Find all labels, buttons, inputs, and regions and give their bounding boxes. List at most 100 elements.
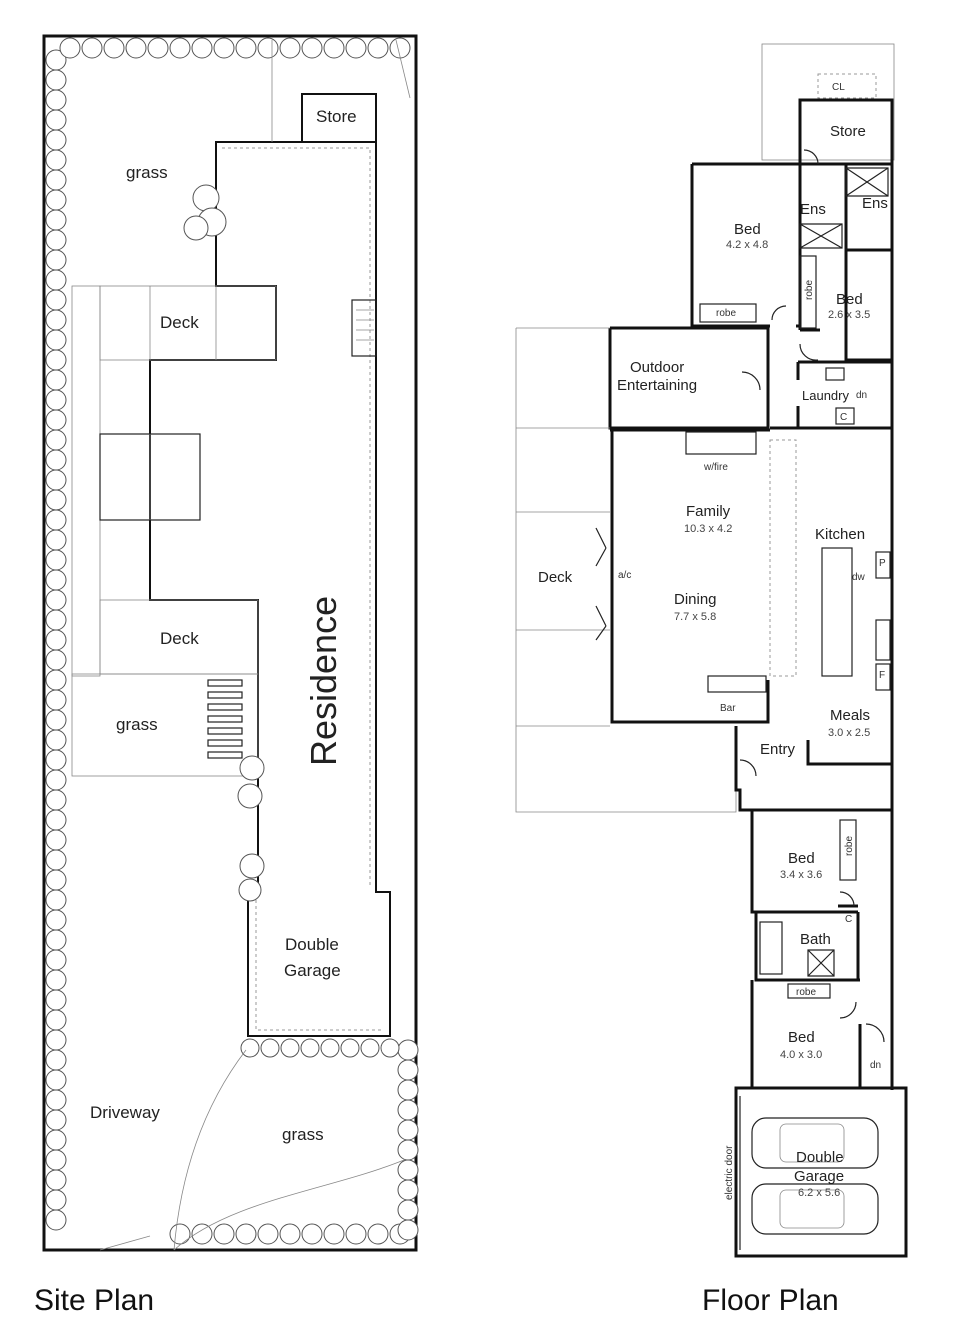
hedge-tree [320,1038,340,1058]
hedge-tree [397,1119,419,1141]
bed3-label: Bed [788,850,815,867]
hedge-tree [45,1069,67,1091]
site-plan-caption: Site Plan [34,1284,155,1317]
hedge-tree [323,1223,345,1245]
hedge-tree [45,969,67,991]
site-plan: Store grass Deck Deck grass Residence Do… [42,34,419,1252]
wood-fire-box [685,431,757,455]
laundry-c-label: C [840,412,847,423]
hedge-tree [45,369,67,391]
hedge-tree [45,729,67,751]
hedge-tree [397,1059,419,1081]
hedge-tree [235,1223,257,1245]
site-grass-bottom-label: grass [282,1125,324,1144]
hedge-tree [45,429,67,451]
robe1-label: robe [716,308,736,319]
hedge-tree [45,989,67,1011]
hedge-tree [191,37,213,59]
hedge-tree [45,1129,67,1151]
bath-label: Bath [800,931,831,948]
hedge-tree [301,1223,323,1245]
family-dim: 10.3 x 4.2 [684,523,732,535]
laundry-dn-label: dn [856,390,867,401]
hedge-tree [45,849,67,871]
hedge-tree [397,1219,419,1241]
car-bottom [751,1183,879,1235]
hedge-tree [240,1038,260,1058]
hedge-tree [45,1149,67,1171]
hedge-tree [323,37,345,59]
dn2-label: dn [870,1060,881,1071]
hedge-tree [45,489,67,511]
hedge-tree [397,1179,419,1201]
family-label: Family [686,503,731,520]
bath-c-label: C [845,914,852,925]
hedge-tree [45,249,67,271]
hedge-tree [45,329,67,351]
hedge-tree [45,1049,67,1071]
garage-label-2: Garage [794,1168,844,1185]
hedge-tree [45,809,67,831]
hedge-tree [45,509,67,531]
bed4-dim: 4.0 x 3.0 [780,1049,822,1061]
hedge-tree [45,169,67,191]
hedge-tree [397,1039,419,1061]
hedge-tree [360,1038,380,1058]
hedge-tree [45,549,67,571]
hedge-tree [45,109,67,131]
dw-label: dw [852,572,866,583]
hedge-tree [279,1223,301,1245]
hedge-tree [345,37,367,59]
ens-left-label: Ens [800,201,826,218]
hedge-tree [45,909,67,931]
hedge-tree [45,1109,67,1131]
floor-plan: CL Store Ens Ens Bed 4.2 x 4.8 robe Bed … [515,43,908,1258]
bed1-label: Bed [734,221,761,238]
hedge-tree [45,1009,67,1031]
hedge-tree [45,1089,67,1111]
site-boundary [42,34,418,1252]
garage-walls [734,1086,908,1258]
bed1-dim: 4.2 x 4.8 [726,239,768,251]
hedge-tree [380,1038,400,1058]
hedge-tree [45,1169,67,1191]
hedge-tree [367,37,389,59]
hedge-tree [59,37,81,59]
family-dining-walls [610,428,770,724]
hedge-tree [45,789,67,811]
hedge-tree [45,389,67,411]
entry-label: Entry [760,741,796,758]
robe4-label: robe [796,987,816,998]
hedge-tree [45,649,67,671]
bar-counter [707,675,767,693]
hedge-tree [45,149,67,171]
fridge-label: F [879,670,885,681]
hedge-tree [45,209,67,231]
dining-dim: 7.7 x 5.8 [674,611,716,623]
hedge-tree [45,349,67,371]
wfire-label: w/fire [703,462,728,473]
hedge-tree [169,1223,191,1245]
hedge-tree [147,37,169,59]
hedge-tree [397,1199,419,1221]
hedge-tree [45,269,67,291]
garage-dim: 6.2 x 5.6 [798,1187,840,1199]
hedge-tree [45,889,67,911]
hedge-tree [45,1029,67,1051]
hedge-tree [397,1139,419,1161]
meals-label: Meals [830,707,870,724]
outdoor-label-1: Outdoor [630,359,684,376]
hedge-tree [45,1189,67,1211]
deck-outline [515,327,737,813]
hedge-trees [45,37,419,1245]
residence-label: Residence [303,596,344,766]
hedge-tree [81,37,103,59]
hedge-tree [45,709,67,731]
site-steps [351,299,377,357]
hedge-tree [45,569,67,591]
hedge-tree [169,37,191,59]
store-label: Store [830,123,866,140]
hedge-tree [191,1223,213,1245]
hedge-tree [367,1223,389,1245]
site-store-label: Store [316,107,357,126]
